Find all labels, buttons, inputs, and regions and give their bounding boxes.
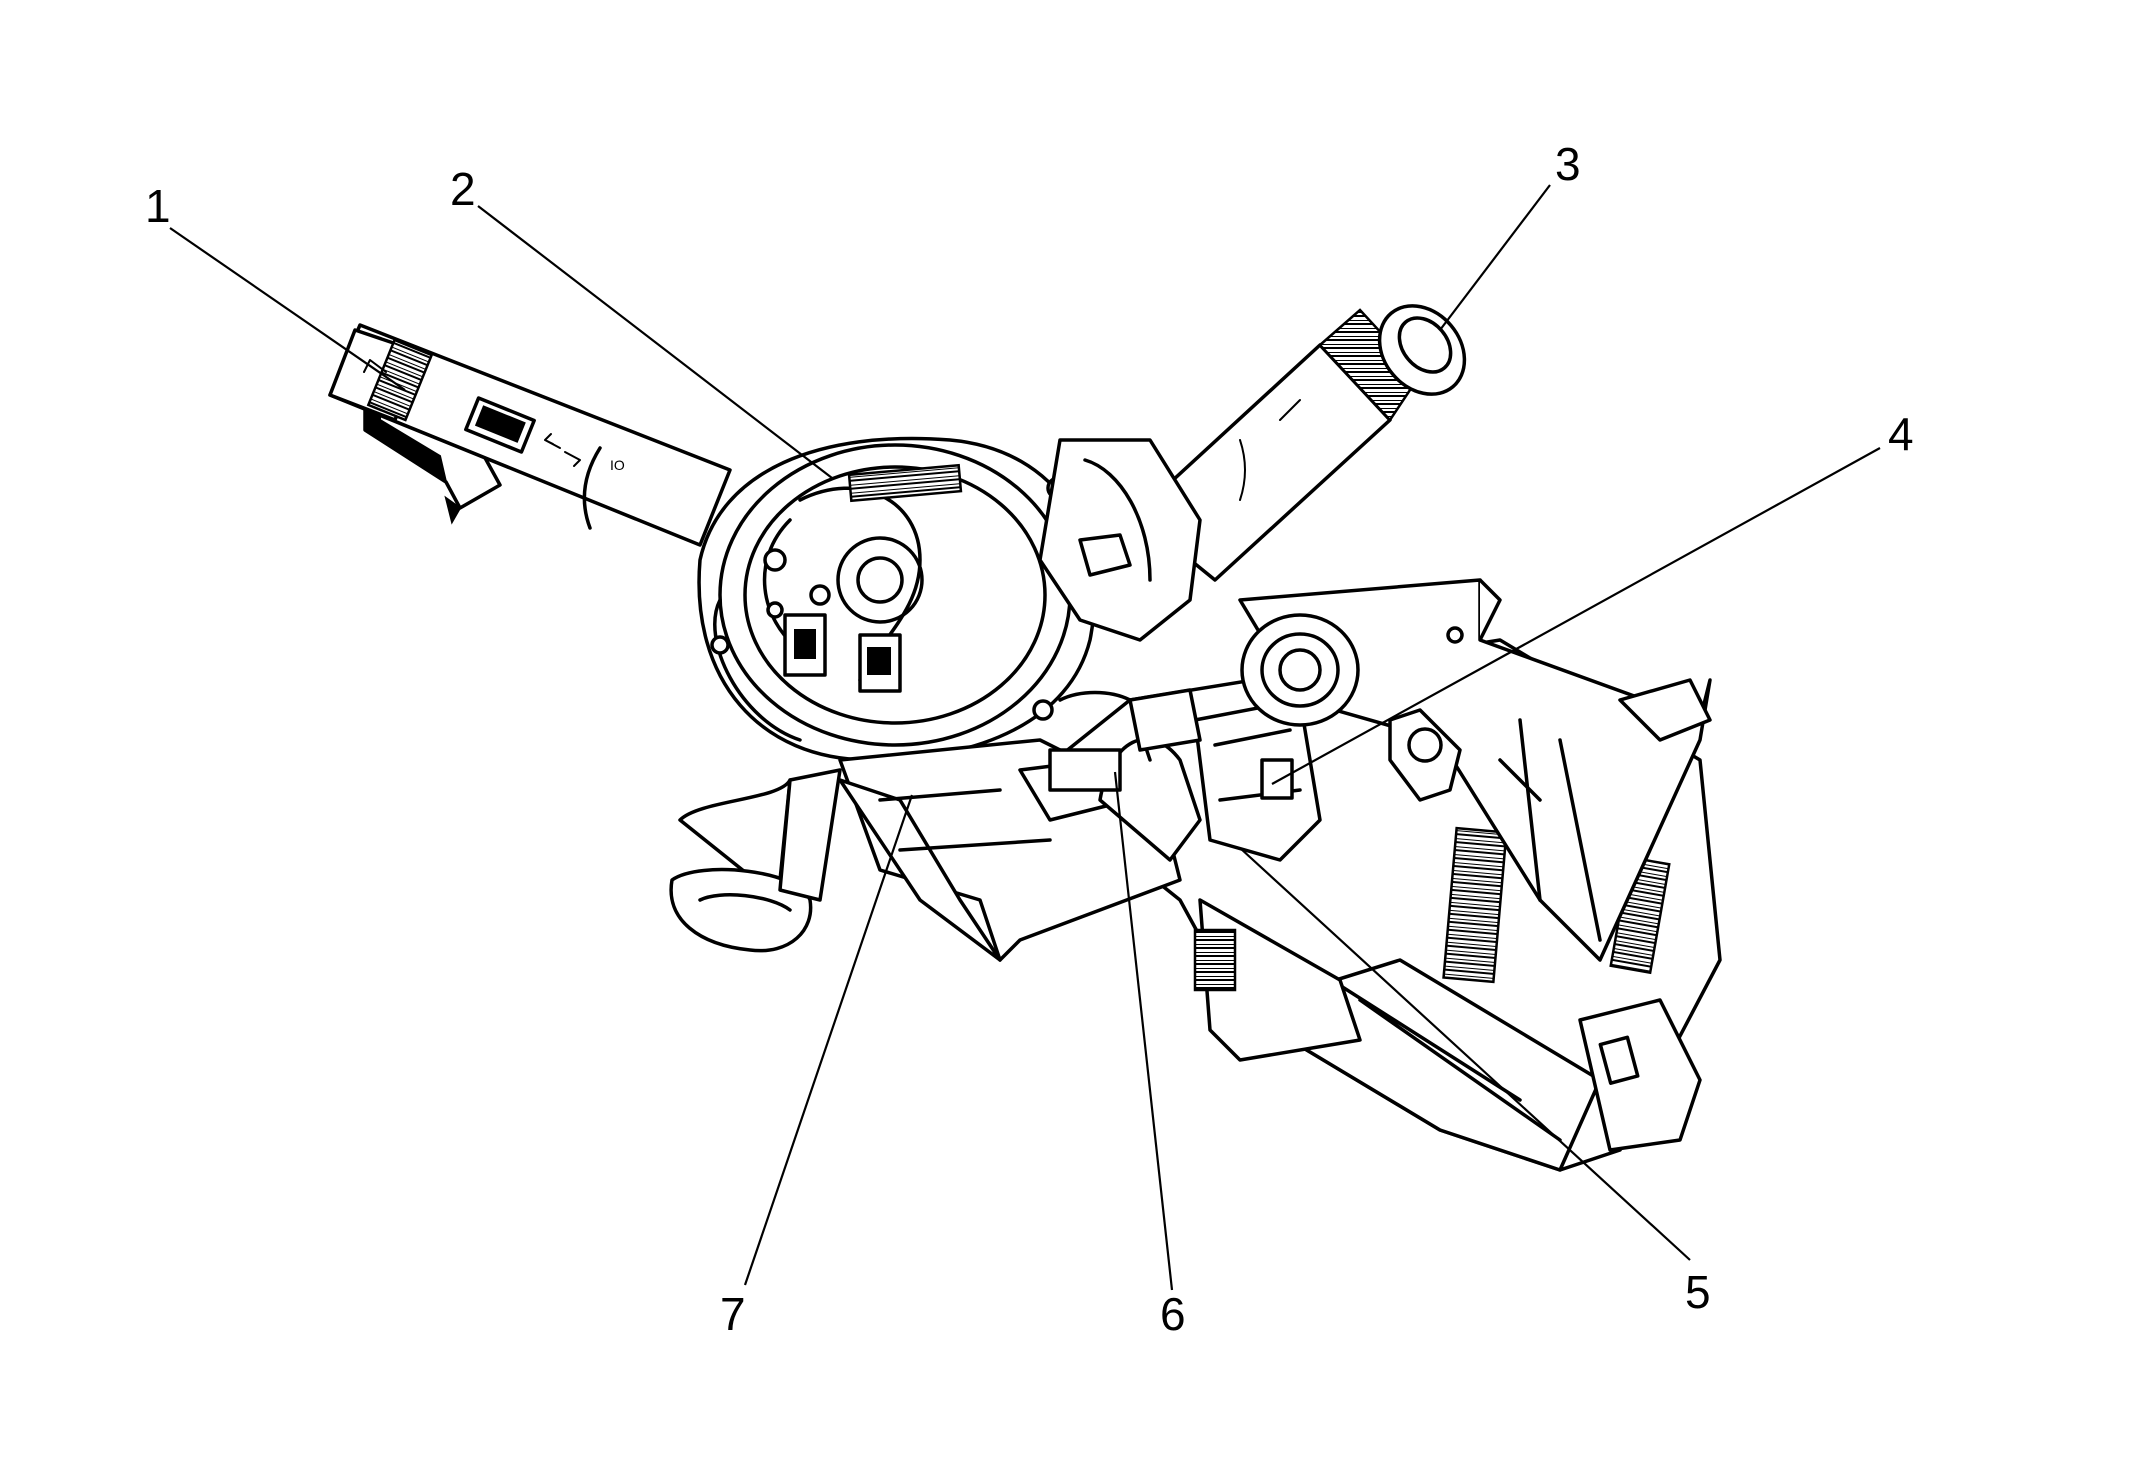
leader-line-2 — [477, 205, 833, 479]
callout-4: 4 — [1888, 408, 1914, 460]
tilt-lever — [669, 768, 842, 953]
ignition-lock-housing — [1193, 613, 1360, 862]
leader-line-4 — [1271, 447, 1881, 785]
leader-line-3 — [1439, 184, 1551, 331]
column-lower-body — [838, 438, 1202, 962]
left-multifunction-lever: IO — [328, 323, 732, 547]
leader-line-7 — [743, 794, 914, 1286]
clock-spring — [697, 436, 1096, 762]
callout-5: 5 — [1685, 1266, 1711, 1318]
leader-line-5 — [1239, 847, 1691, 1261]
callout-labels: 1 2 3 4 5 6 7 — [145, 138, 1914, 1340]
lever-marking: IO — [610, 457, 625, 473]
callout-1: 1 — [145, 180, 171, 232]
callout-7: 7 — [720, 1288, 746, 1340]
leader-line-1 — [169, 227, 406, 391]
leader-line-6 — [1113, 771, 1174, 1291]
callout-6: 6 — [1160, 1288, 1186, 1340]
callout-2: 2 — [450, 163, 476, 215]
callout-3: 3 — [1555, 138, 1581, 190]
leader-lines — [169, 184, 1881, 1291]
